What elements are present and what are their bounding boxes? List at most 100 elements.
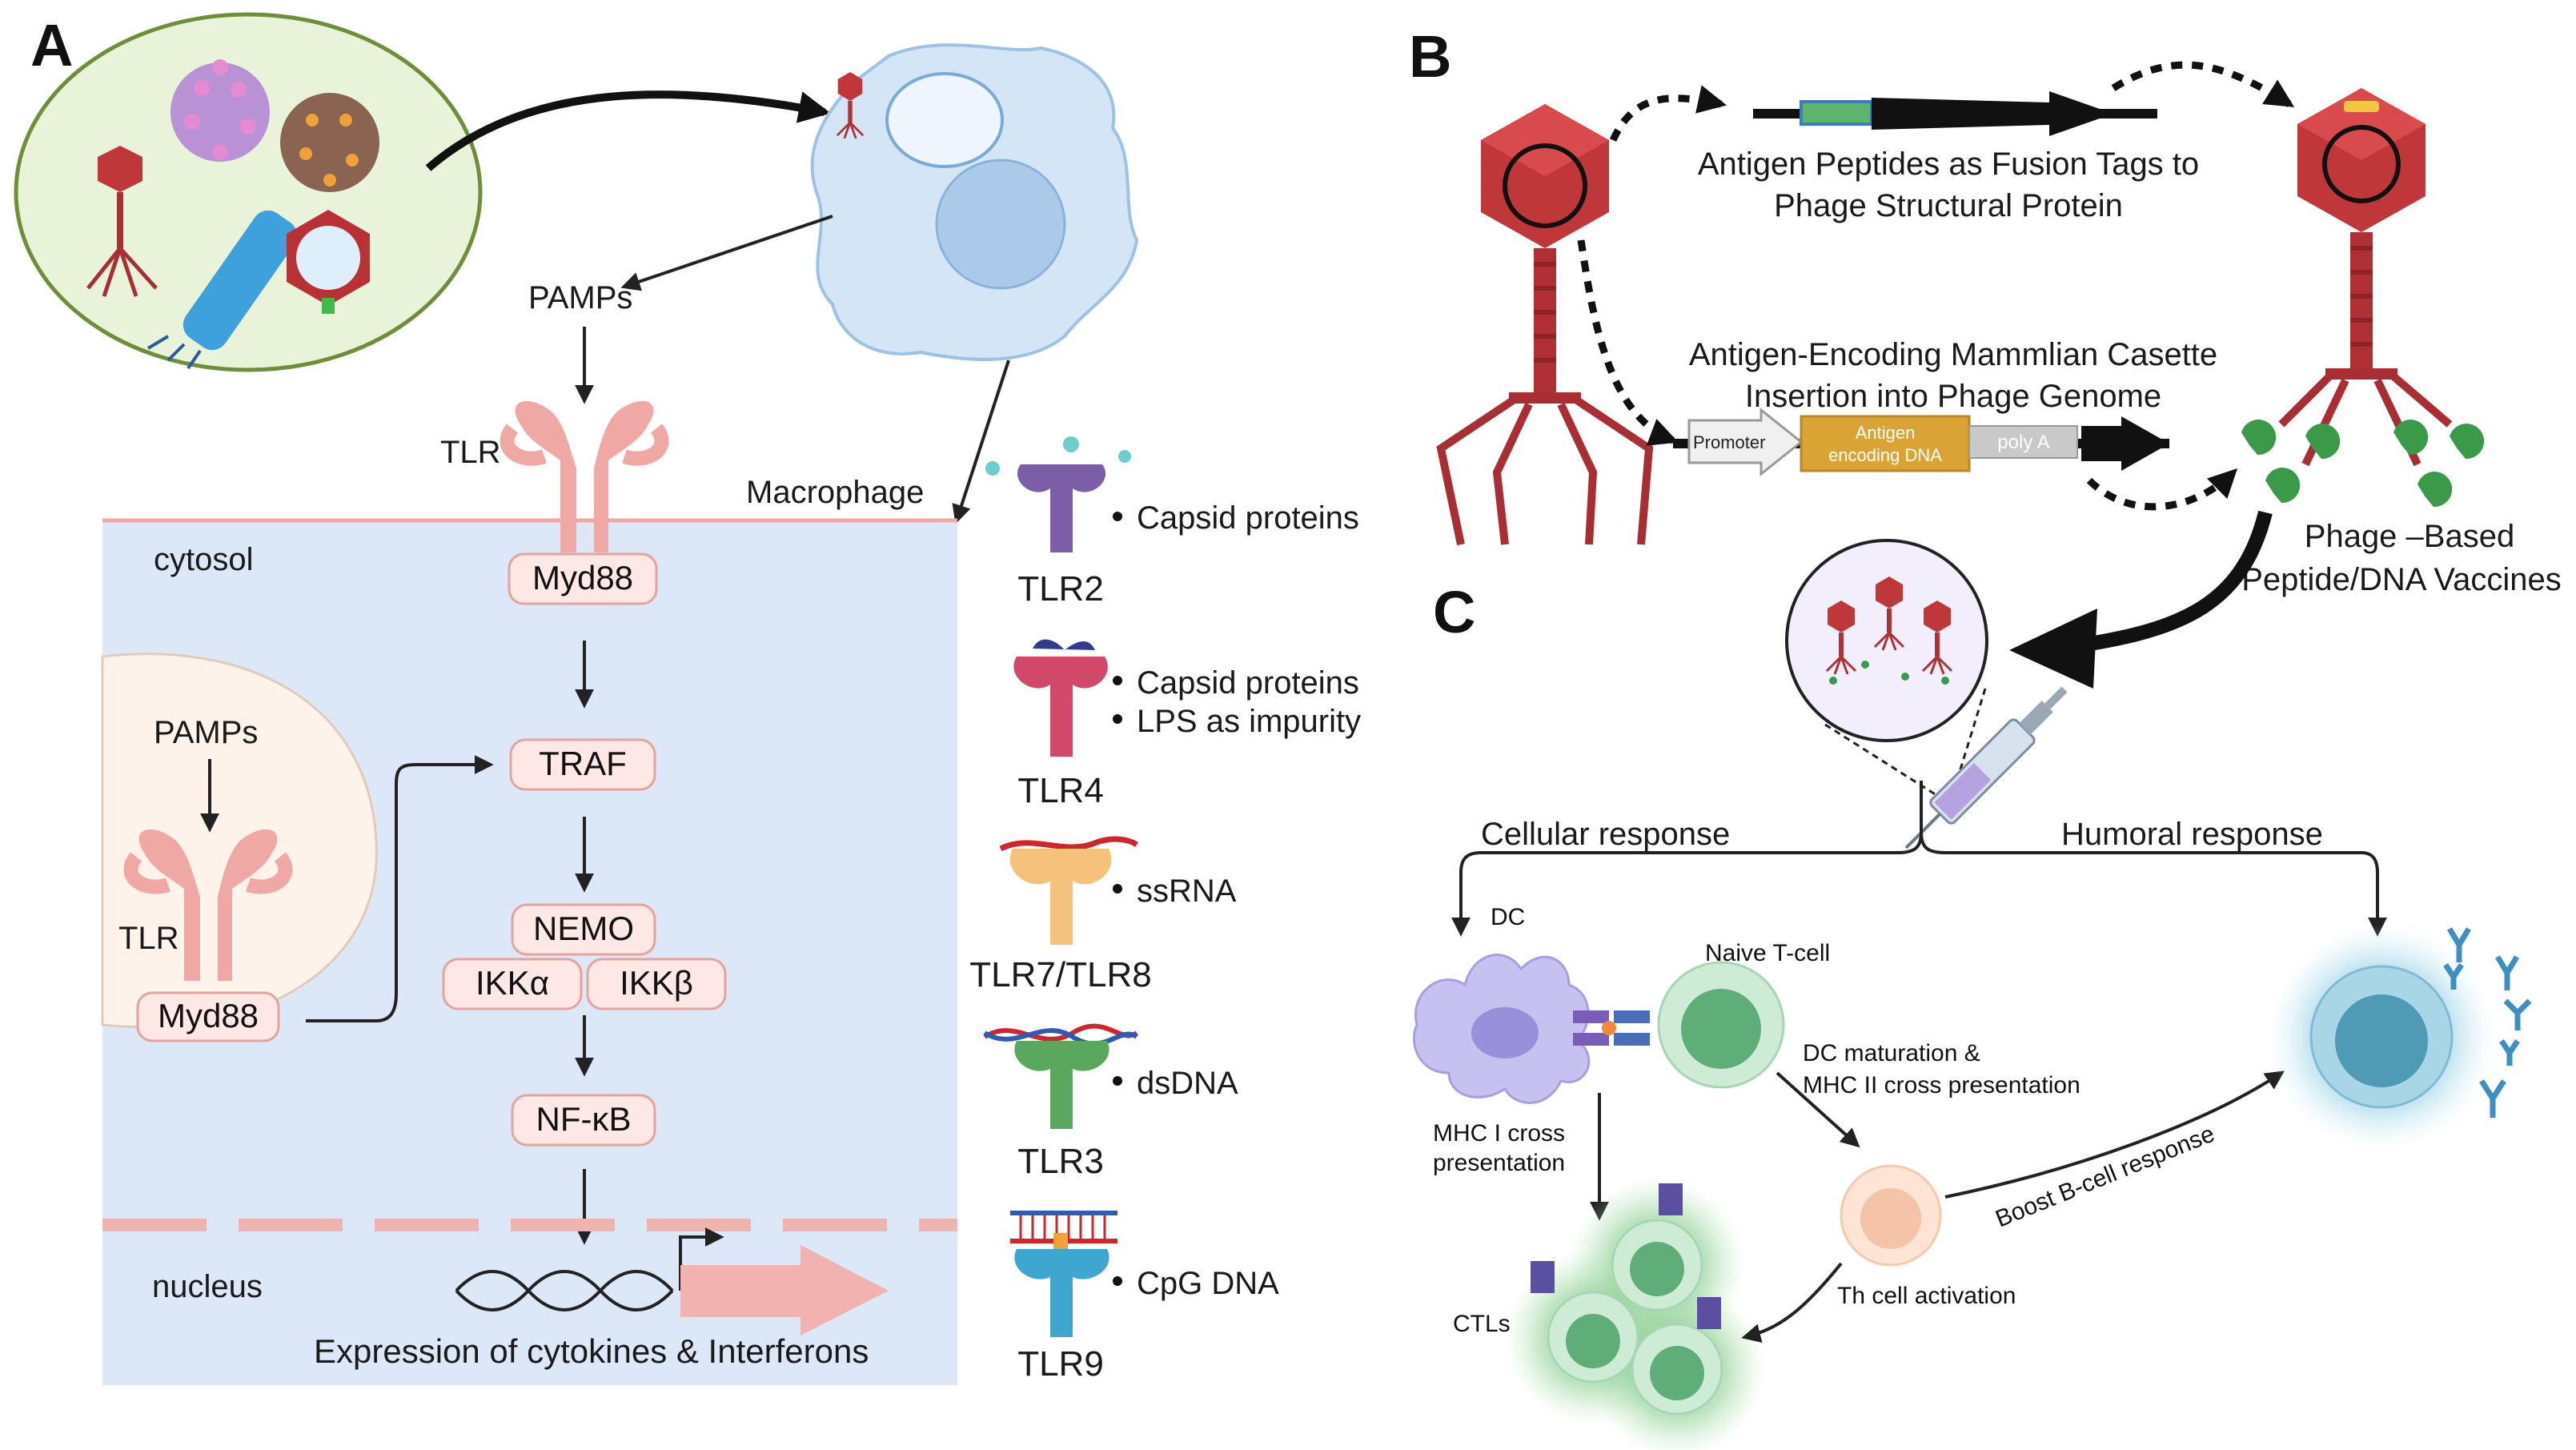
fusion-dashed-arrow: [1609, 85, 1727, 142]
macrophage-cell: [810, 43, 1139, 361]
svg-text:Myd88: Myd88: [158, 997, 259, 1034]
humoral-branch-arrow: [1920, 832, 2387, 937]
vesicle-to-traf-arrow: [306, 755, 494, 1022]
uptake-arrow: [425, 90, 831, 171]
poly-a-label: poly A: [1997, 432, 2049, 453]
syringe-icon: [1904, 686, 2068, 850]
svg-text:Myd88: Myd88: [532, 559, 633, 596]
myd88-vesicle-box: Myd88: [136, 991, 280, 1042]
nfkb-box: NF-κB: [511, 1094, 656, 1147]
ctls-label: CTLs: [1453, 1311, 1511, 1337]
phage-icon: [86, 146, 158, 297]
fusion-gene-bar: [1753, 91, 2157, 136]
magnified-phage-circle: [1785, 539, 1988, 742]
cassette-bar: [1673, 407, 2169, 477]
th-to-ctl-arrow: [1741, 1262, 1843, 1343]
naive-t-cell: [1657, 961, 1785, 1089]
panel-c-letter: C: [1433, 579, 1475, 645]
tlr4-label: TLR4: [1017, 771, 1104, 810]
insertion-to-vaccine-arrow: [2086, 468, 2238, 511]
cellular-label: Cellular response: [1481, 817, 1730, 852]
th-cell: [1840, 1164, 1942, 1267]
humoral-label: Humoral response: [2061, 817, 2323, 852]
pamps-top-label: PAMPs: [528, 280, 632, 315]
expression-arrow: [680, 1245, 889, 1336]
receptor-legend: TLR2 Capsid proteins TLR4 Capsid protein…: [969, 436, 1361, 1384]
tlr-top-label: TLR: [440, 435, 501, 470]
nemo-box: NEMO: [511, 903, 656, 956]
tlr9-icon: [1010, 1211, 1117, 1337]
dendritic-cell: [1412, 954, 1591, 1104]
panel-a-letter: A: [30, 12, 73, 78]
mhc-tcr-synapse-icon: [1573, 1010, 1650, 1046]
mhc1-line2: presentation: [1433, 1150, 1565, 1176]
pathogen-oval: [14, 12, 483, 372]
vaccine-arrowhead: [2009, 609, 2097, 689]
bullet-icon: [1113, 884, 1122, 894]
tlr4-ligand-1: Capsid proteins: [1137, 665, 1359, 701]
tlr3-ligand-1: dsDNA: [1137, 1066, 1238, 1101]
to-th-cell-arrow: [1776, 1071, 1860, 1148]
tlr-receptor-icon: [500, 400, 669, 552]
ctl-cells: [1505, 1177, 1765, 1450]
svg-text:NEMO: NEMO: [533, 910, 634, 947]
antigen-dna-line1: Antigen: [1856, 423, 1916, 443]
vaccine-text-line1: Phage –Based: [2305, 519, 2514, 554]
macrophage-label: Macrophage: [746, 475, 924, 510]
mhc1-line1: MHC I cross: [1433, 1120, 1565, 1147]
capsid-icon: [287, 210, 370, 314]
th-activation-label: Th cell activation: [1837, 1283, 2016, 1309]
phage-vaccine-icon: [2241, 88, 2485, 508]
expression-label: Expression of cytokines & Interferons: [314, 1332, 869, 1370]
rod-virus-icon: [146, 210, 298, 370]
tlr2-icon: [985, 436, 1131, 552]
ikka-box: IKKα: [442, 958, 583, 1010]
tlr7-8-icon: [999, 836, 1139, 945]
pamps-vesicle-label: PAMPs: [154, 715, 258, 750]
bullet-icon: [1113, 1076, 1122, 1086]
svg-text:TRAF: TRAF: [539, 745, 627, 782]
svg-text:IKKβ: IKKβ: [620, 964, 693, 1002]
tlr9-ligand-1: CpG DNA: [1137, 1266, 1279, 1301]
boost-b-cell-arrow: [1944, 1070, 2285, 1199]
fusion-text-line2: Phage Structural Protein: [1774, 188, 2123, 223]
dna-helix-icon: [455, 1270, 674, 1311]
tlr-vesicle-label: TLR: [118, 921, 179, 956]
naive-t-label: Naive T-cell: [1705, 940, 1830, 966]
vaccine-text-line2: Peptide/DNA Vaccines: [2241, 562, 2561, 597]
bullet-icon: [1113, 512, 1122, 521]
dc-label: DC: [1491, 904, 1525, 930]
traf-box: TRAF: [509, 738, 656, 791]
tlr7-8-label: TLR7/TLR8: [969, 955, 1151, 994]
fusion-to-vaccine-arrow: [2111, 61, 2295, 107]
ikkb-box: IKKβ: [586, 958, 727, 1010]
tlr2-label: TLR2: [1017, 569, 1104, 609]
promoter-label: Promoter: [1693, 432, 1765, 452]
pamps-arrow: [620, 215, 833, 291]
brown-virus-icon: [280, 93, 379, 192]
tlr4-icon: [1013, 639, 1108, 757]
bullet-icon: [1113, 676, 1122, 685]
antigen-dna-line2: encoding DNA: [1828, 445, 1942, 465]
panel-b-letter: B: [1409, 23, 1451, 90]
nucleus-label: nucleus: [152, 1269, 263, 1304]
tlr4-ligand-2: LPS as impurity: [1137, 704, 1361, 739]
insertion-text-line1: Antigen-Encoding Mammlian Casette: [1689, 337, 2217, 372]
antibody-icons: [2443, 927, 2532, 1118]
b-cell: [2269, 925, 2494, 1149]
dc-maturation-line1: DC maturation &: [1803, 1040, 1980, 1066]
vaccine-to-magnifier-arrow: [2056, 510, 2273, 656]
tlr-vesicle-receptor-icon: [123, 829, 293, 981]
tlr3-label: TLR3: [1017, 1142, 1104, 1181]
fusion-text-line1: Antigen Peptides as Fusion Tags to: [1698, 147, 2199, 182]
tlr7-8-ligand-1: ssRNA: [1137, 874, 1237, 909]
svg-text:IKKα: IKKα: [475, 964, 549, 1002]
svg-text:NF-κB: NF-κB: [536, 1100, 632, 1138]
myd88-box: Myd88: [508, 552, 658, 605]
tlr3-icon: [983, 1023, 1138, 1129]
bullet-icon: [1113, 1276, 1122, 1286]
tlr2-ligand-1: Capsid proteins: [1137, 500, 1359, 536]
cellular-branch-arrow: [1451, 781, 1923, 937]
purple-virus-icon: [171, 59, 270, 162]
